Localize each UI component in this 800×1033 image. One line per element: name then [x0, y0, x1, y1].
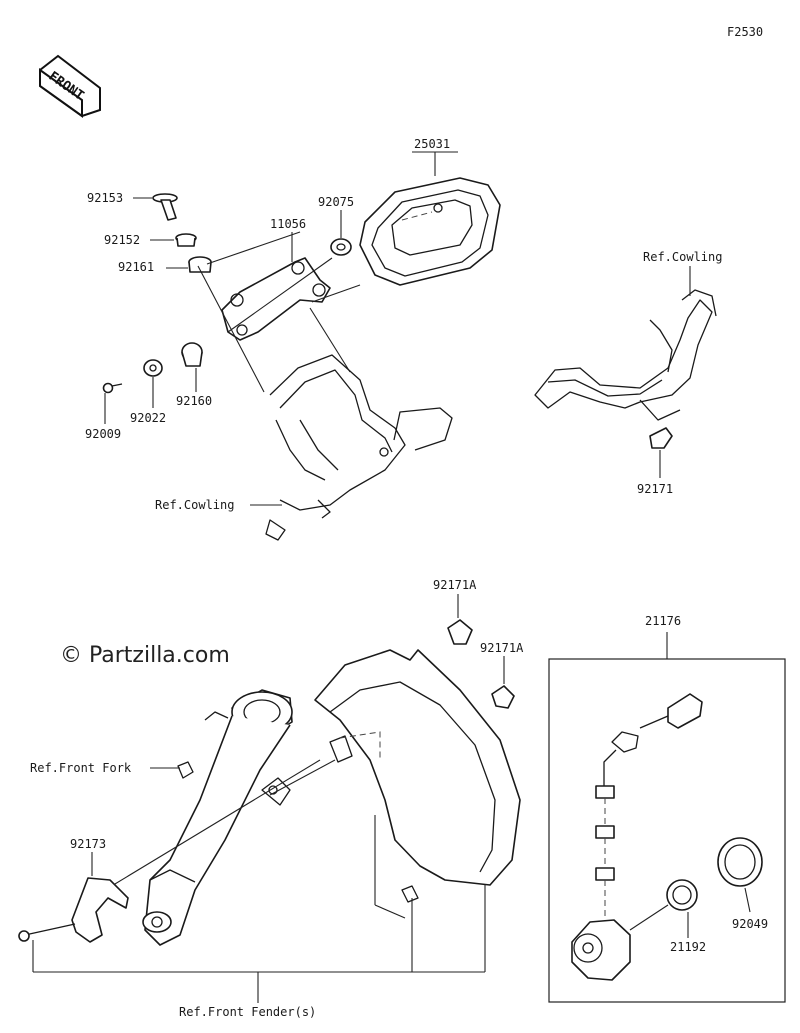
label-92171a-1: 92171A: [433, 578, 477, 592]
label-ref-cowling-right: Ref.Cowling: [643, 250, 722, 264]
label-ref-front-fork: Ref.Front Fork: [30, 761, 132, 775]
front-arrow-icon: FRONT: [39, 54, 101, 118]
label-ref-front-fender: Ref.Front Fender(s): [179, 1005, 316, 1019]
label-21176: 21176: [645, 614, 681, 628]
watermark: © Partzilla.com: [60, 643, 230, 668]
collar-92152: [175, 233, 197, 247]
label-92173: 92173: [70, 837, 106, 851]
label-92160: 92160: [176, 394, 212, 408]
label-92171: 92171: [637, 482, 673, 496]
clamp-92173: [18, 877, 129, 943]
meter-assembly: [359, 177, 501, 286]
label-25031: 25031: [414, 137, 450, 151]
ring-21192: [666, 879, 698, 911]
label-92153: 92153: [87, 191, 123, 205]
label-92009: 92009: [85, 427, 121, 441]
meter-stay: [265, 354, 453, 541]
clip-92171: [649, 427, 673, 449]
grommet-92160: [181, 342, 203, 367]
label-92075: 92075: [318, 195, 354, 209]
front-fender: [314, 649, 521, 903]
label-92152: 92152: [104, 233, 140, 247]
speed-sensor: [571, 693, 703, 981]
washer-92022: [143, 359, 163, 377]
clip-92171a-top: [447, 619, 473, 645]
label-92171a-2: 92171A: [480, 641, 524, 655]
bolt-92153: [152, 193, 178, 221]
label-92022: 92022: [130, 411, 166, 425]
seal-92049: [717, 837, 763, 887]
label-21192: 21192: [670, 940, 706, 954]
grommet-92075: [330, 238, 352, 256]
label-11056: 11056: [270, 217, 306, 231]
label-92049: 92049: [732, 917, 768, 931]
label-ref-cowling-left: Ref.Cowling: [155, 498, 234, 512]
label-92161: 92161: [118, 260, 154, 274]
cowling-stay: [534, 289, 717, 421]
screw-92009: [102, 382, 123, 394]
clip-92171a-bottom: [491, 685, 515, 709]
figure-code: F2530: [727, 25, 763, 39]
front-fork: [142, 689, 293, 946]
damper-92161: [188, 256, 212, 273]
